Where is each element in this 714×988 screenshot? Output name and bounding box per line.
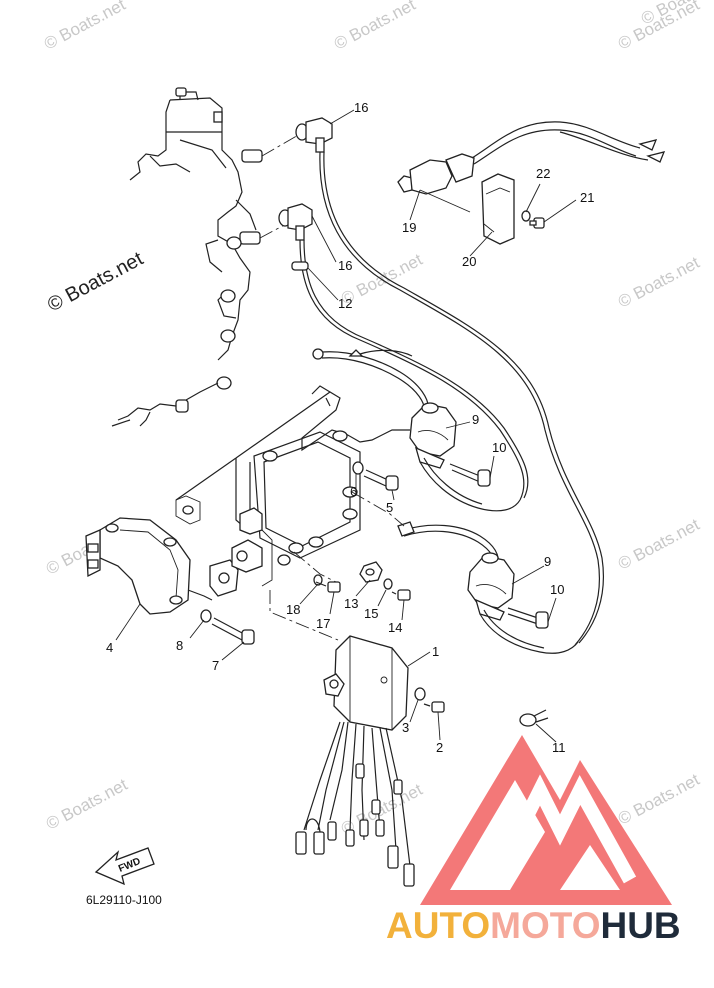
switch-leader — [419, 189, 471, 213]
part-label-3: 3 — [402, 720, 409, 735]
grommet-13 — [359, 561, 383, 583]
part-label-9-upper: 9 — [472, 412, 479, 427]
ht-lead-upper — [319, 151, 600, 646]
clamp-11 — [519, 709, 549, 727]
part-label-17: 17 — [316, 616, 330, 631]
washer-3 — [414, 687, 426, 701]
part-label-20: 20 — [462, 254, 476, 269]
part-label-22: 22 — [536, 166, 550, 181]
grommet-12 — [291, 261, 309, 271]
part-label-18: 18 — [286, 602, 300, 617]
part-label-4: 4 — [106, 640, 113, 655]
ht-lead-upper-b — [323, 151, 604, 644]
part-label-14: 14 — [388, 620, 402, 635]
part-label-9-lower: 9 — [544, 554, 551, 569]
fwd-arrow: FWD — [94, 847, 155, 886]
stop-switch — [397, 121, 666, 195]
screw-21 — [529, 217, 545, 229]
part-label-16-upper: 16 — [354, 100, 368, 115]
bolt-10-upper — [449, 463, 491, 487]
engine-block — [111, 87, 263, 427]
part-label-7: 7 — [212, 658, 219, 673]
switch-bracket — [481, 173, 515, 245]
ignition-coil-upper — [312, 348, 521, 512]
ht-lead-lower — [299, 239, 525, 501]
part-label-1: 1 — [432, 644, 439, 659]
part-label-12: 12 — [338, 296, 352, 311]
part-label-2: 2 — [436, 740, 443, 755]
spark-plug-cap-upper — [295, 117, 333, 153]
part-label-11: 11 — [552, 740, 566, 755]
ht-lead-lower-b — [303, 239, 529, 499]
part-label-19: 19 — [402, 220, 416, 235]
watermark: © Boats.net — [615, 515, 703, 574]
bolt-5 — [363, 469, 399, 491]
screw-2 — [423, 701, 445, 713]
part-label-13: 13 — [344, 596, 358, 611]
part-label-15: 15 — [364, 606, 378, 621]
bolt-10-lower — [507, 607, 549, 629]
part-label-16-lower: 16 — [338, 258, 352, 273]
bracket-4 — [85, 457, 273, 615]
leader-lines — [115, 109, 577, 743]
parts-line — [293, 551, 337, 583]
brand-wordmark: AUTOMOTOHUB — [386, 905, 681, 946]
watermark: © Boats.net — [41, 0, 129, 54]
drawing-code: 6L29110-J100 — [86, 893, 162, 907]
brand-moto: MOTO — [490, 905, 600, 946]
watermark: © Boats.net — [615, 253, 703, 312]
part-label-10-lower: 10 — [550, 582, 564, 597]
spark-plug-cap-lower — [278, 203, 313, 241]
watermark: © Boats.net — [331, 0, 419, 54]
washer-6 — [352, 461, 364, 475]
ignition-coil-lower — [397, 521, 579, 654]
part-label-8: 8 — [176, 638, 183, 653]
washer-8 — [200, 609, 212, 623]
part-labels: 1 2 3 4 5 6 7 8 9 9 10 10 11 12 13 14 15… — [106, 100, 594, 755]
screw-14 — [391, 589, 411, 601]
washer-15 — [383, 578, 393, 590]
plug-line-1 — [261, 133, 301, 157]
cdi-line-left — [269, 590, 339, 641]
cdi-unit — [295, 635, 415, 887]
bolt-7 — [211, 617, 255, 645]
screw-17 — [315, 581, 341, 593]
brand-auto: AUTO — [386, 905, 490, 946]
part-label-21: 21 — [580, 190, 594, 205]
brand-hub: HUB — [600, 905, 680, 946]
watermark: © Boats.net — [43, 775, 131, 834]
watermark-main: © Boats.net — [44, 248, 147, 317]
part-label-5: 5 — [386, 500, 393, 515]
watermark: © Boats.net — [615, 770, 703, 829]
washer-22 — [521, 210, 531, 222]
part-label-6: 6 — [350, 484, 357, 499]
bolt-5-line — [351, 491, 405, 527]
automotohub-logo — [420, 735, 672, 905]
part-label-10-upper: 10 — [492, 440, 506, 455]
cdi-bracket-plate — [235, 385, 410, 566]
logo-mark — [420, 735, 672, 905]
